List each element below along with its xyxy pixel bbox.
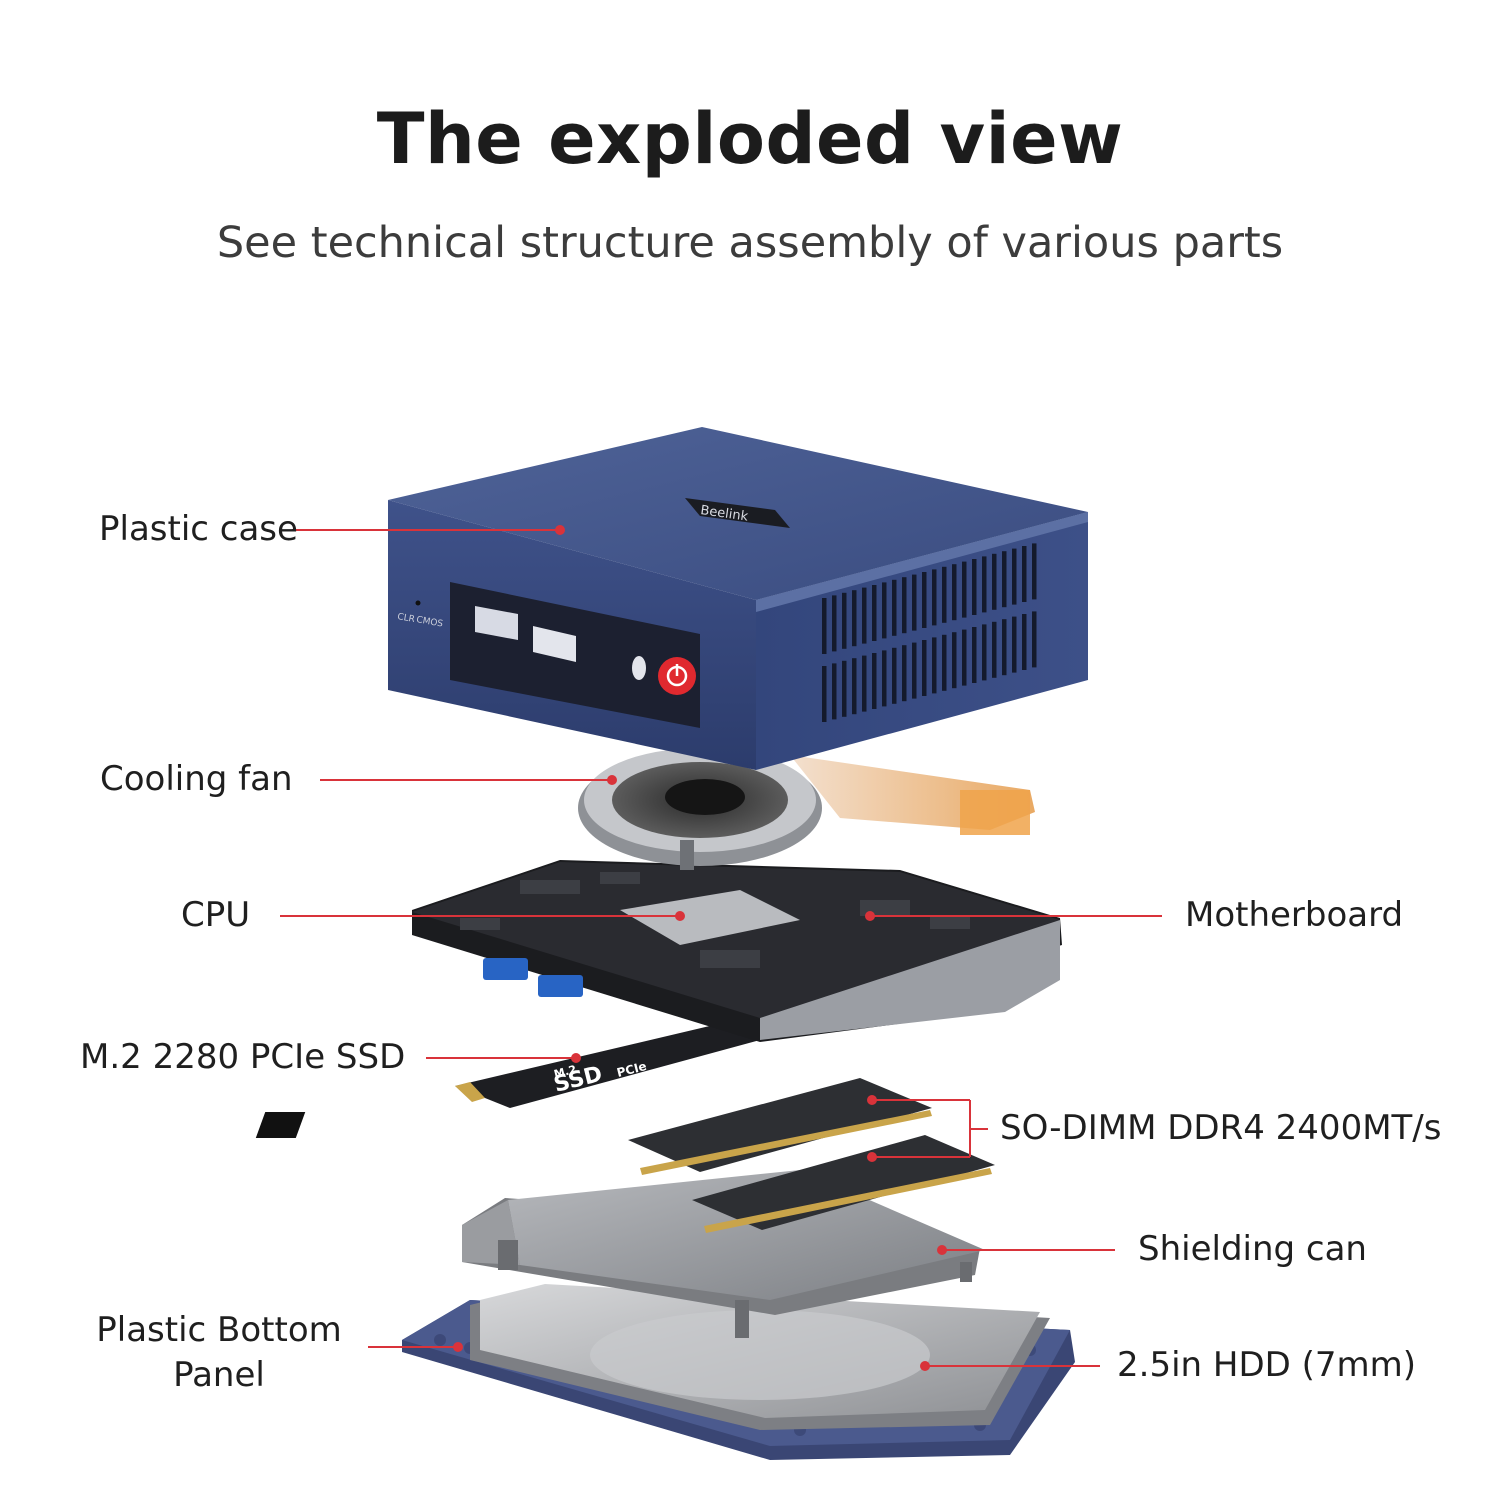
sodimm-modules [255, 1078, 995, 1233]
cooling-fan [578, 748, 1035, 870]
vent-slot [912, 574, 917, 631]
vent-slot [862, 587, 867, 644]
brand-logo-text: Beelink [699, 503, 749, 525]
vent-slot [1012, 548, 1017, 605]
vent-slot [952, 564, 957, 621]
vent-slot [1032, 543, 1037, 600]
label-shielding-can: Shielding can [1138, 1229, 1367, 1269]
vent-slot [1032, 611, 1037, 668]
vent-slot [932, 569, 937, 626]
vent-slot [1002, 551, 1007, 608]
vent-slot [882, 582, 887, 639]
vent-slot [902, 577, 907, 634]
page-subtitle: See technical structure assembly of vari… [216, 218, 1284, 268]
vent-slot [952, 632, 957, 689]
label-motherboard: Motherboard [1185, 895, 1404, 935]
brand-logo-plate [685, 498, 790, 528]
vent-slot [912, 642, 917, 699]
motherboard [412, 860, 1062, 1042]
vent-slot [962, 561, 967, 618]
ssd-chip-line1: M.2 [553, 1063, 578, 1081]
vent-slot [1022, 614, 1027, 670]
vent-slot [992, 621, 997, 678]
usb-port-1 [483, 958, 528, 980]
vent-slot [822, 666, 827, 722]
shielding-can [462, 1170, 985, 1338]
audio-jack [632, 656, 646, 680]
label-bottom-panel-line1: Plastic Bottom [96, 1310, 342, 1350]
vent-slot [992, 553, 997, 610]
clr-label: CLR [396, 612, 415, 625]
sodimm-lower [692, 1135, 995, 1233]
vent-slot [1002, 619, 1007, 676]
hdd [470, 1284, 1050, 1430]
usb-port-front-1 [475, 606, 518, 640]
vent-slot [832, 663, 837, 720]
vent-slot [982, 624, 987, 681]
vent-slot [962, 629, 967, 686]
vent-slot [942, 634, 947, 691]
label-sodimm: SO-DIMM DDR4 2400MT/s [1000, 1108, 1442, 1148]
vent-slot [832, 595, 837, 652]
vent-slot [872, 585, 877, 641]
leader-lines [280, 525, 1162, 1371]
page-title: The exploded view [376, 98, 1124, 180]
usb-port-front-2 [533, 626, 576, 662]
vent-slot [862, 655, 867, 712]
label-cooling-fan: Cooling fan [100, 759, 293, 799]
label-ssd: M.2 2280 PCIe SSD [80, 1037, 406, 1077]
vent-slot [1022, 546, 1027, 602]
vent-slot [922, 572, 927, 628]
vent-slot [872, 653, 877, 709]
sodimm-upper [255, 1078, 932, 1175]
vent-slot [892, 647, 897, 704]
side-vents [822, 543, 1037, 722]
vent-slot [892, 579, 897, 636]
usb-port-2 [538, 975, 583, 997]
vent-slot [882, 650, 887, 707]
plastic-case: Beelink CLR CMOS [388, 427, 1088, 770]
vent-slot [842, 592, 847, 649]
label-hdd: 2.5in HDD (7mm) [1117, 1345, 1417, 1385]
vent-slot [842, 660, 847, 717]
ssd: M.2 SSD PCIe [455, 1020, 760, 1108]
cmos-label: CMOS [415, 615, 443, 630]
vent-slot [932, 637, 937, 694]
label-cpu: CPU [181, 895, 251, 935]
vent-slot [982, 556, 987, 613]
vent-slot [852, 658, 857, 715]
clr-cmos-hole [415, 600, 421, 606]
vent-slot [972, 559, 977, 615]
label-bottom-panel-line2: Panel [173, 1355, 265, 1395]
vent-slot [972, 627, 977, 683]
cpu-die [620, 890, 800, 945]
vent-slot [822, 598, 827, 654]
vent-slot [942, 566, 947, 623]
vent-slot [852, 590, 857, 647]
vent-slot [922, 640, 927, 696]
label-plastic-case: Plastic case [99, 509, 298, 549]
vent-slot [1012, 616, 1017, 673]
vent-slot [902, 645, 907, 702]
